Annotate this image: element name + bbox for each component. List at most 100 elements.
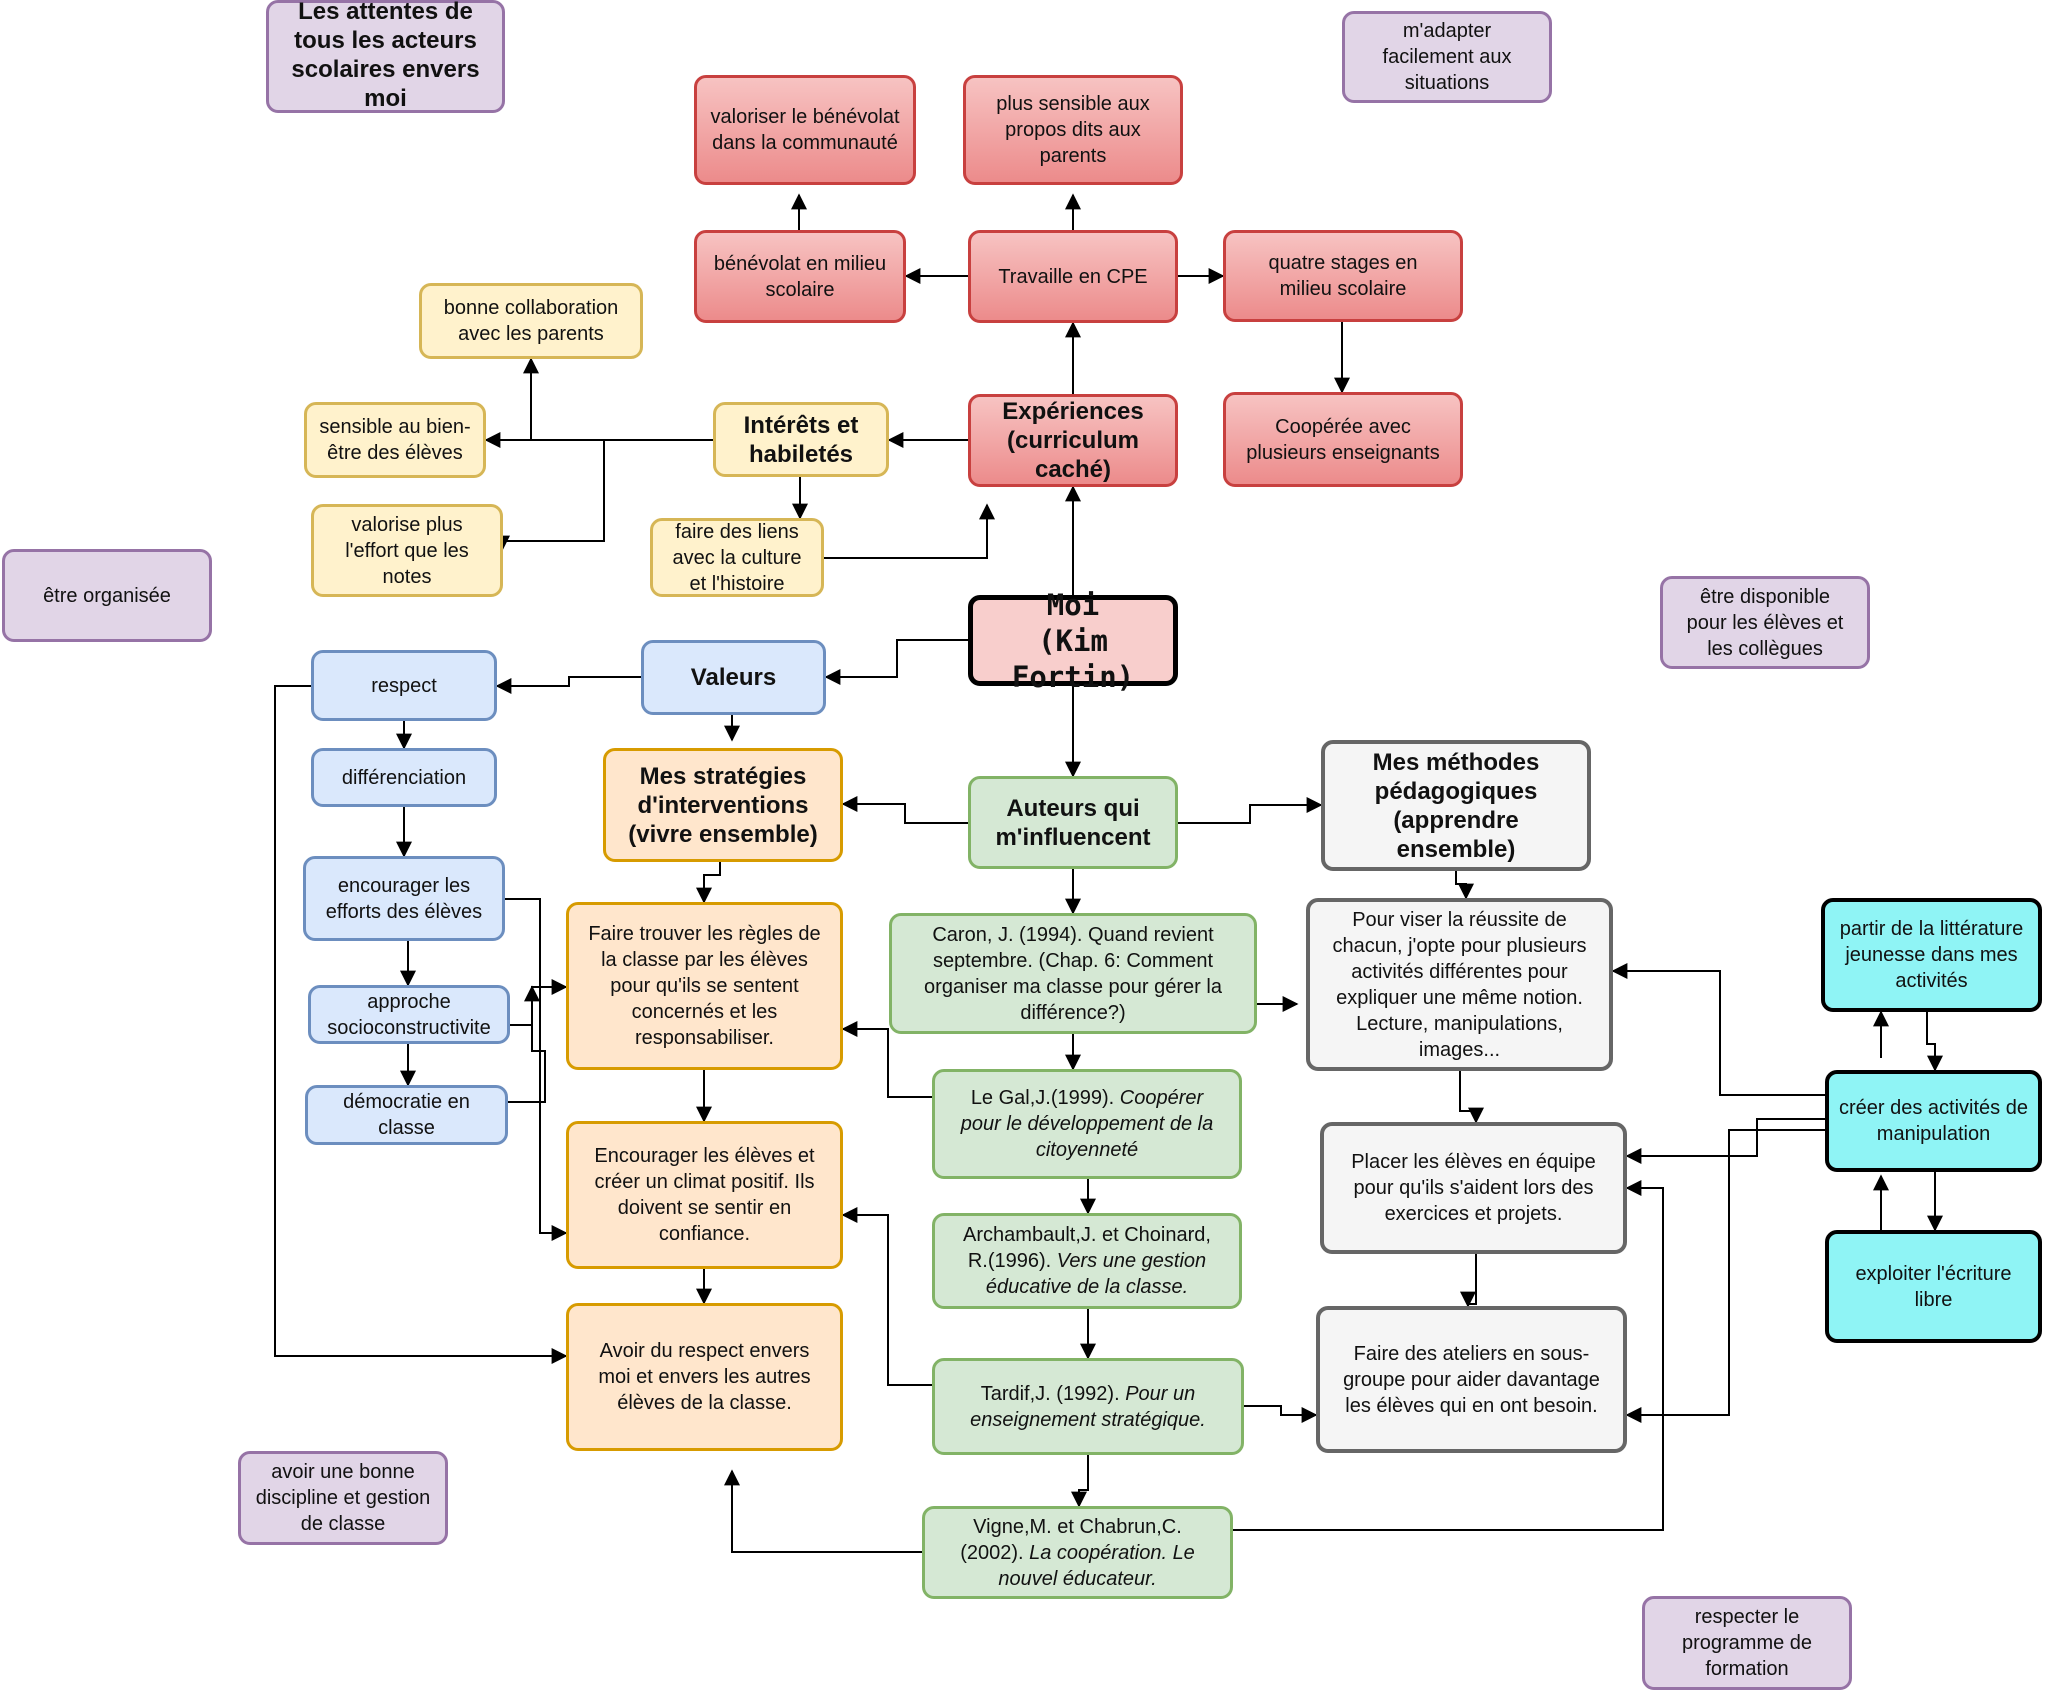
- edge-auteurs-methodes: [1178, 797, 1323, 824]
- author-text-line: Le Gal,J.(1999). Coopérer: [971, 1085, 1203, 1111]
- author-plain-text: Vigne,M. et Chabrun,C.: [973, 1515, 1182, 1538]
- node-text-line: pour qu'ils se sentent: [610, 975, 799, 997]
- node-text-line: démocratie en: [343, 1091, 470, 1113]
- node-text-line: Pour viser la réussite de: [1352, 908, 1567, 931]
- node-text-line: être disponible: [1699, 585, 1831, 608]
- author-text-line: Caron, J. (1994). Quand revient: [932, 922, 1213, 948]
- author-title-text: Coopérer: [1119, 1087, 1204, 1109]
- node-text-line: faire des liens: [675, 520, 799, 543]
- node-text-line: responsabiliser.: [635, 1027, 774, 1049]
- node-text-line: exploiter l'écriture: [1855, 1262, 2012, 1285]
- node-text-line: Travaille en CPE: [998, 265, 1148, 288]
- node-text-line: Placer les élèves en équipe: [1351, 1151, 1596, 1173]
- cpe-node: Travaille en CPE: [968, 230, 1178, 323]
- node-text-line: ensemble): [1396, 835, 1516, 863]
- auteur-item: Vigne,M. et Chabrun,C.(2002). La coopéra…: [922, 1506, 1233, 1599]
- valeur-item: respect: [311, 650, 497, 721]
- node-text-line: dans la communauté: [712, 132, 898, 154]
- valeur-item: démocratie en classe: [305, 1085, 508, 1145]
- node-text-line: approche: [367, 990, 451, 1013]
- node-text-line: habiletés: [748, 440, 854, 468]
- author-plain-text: Le Gal,J.(1999).: [970, 1087, 1120, 1109]
- edge-moi-valeurs: [824, 639, 968, 685]
- edge-encourager-strategie: [505, 898, 568, 1241]
- node-text-line: l'effort que les: [345, 539, 469, 562]
- author-title-text: nouvel éducateur.: [998, 1567, 1157, 1590]
- node-text-line: la classe par les élèves: [601, 949, 808, 971]
- author-title-text: Pour un: [1125, 1382, 1196, 1405]
- node-text-line: parents: [1039, 145, 1107, 167]
- edge-placer-ateliers: [1460, 1254, 1477, 1308]
- edge-respect-avoir: [274, 685, 568, 1364]
- author-title-text: pour le développement de la: [960, 1113, 1214, 1135]
- node-text-line: images...: [1418, 1038, 1501, 1061]
- edge-manip-placer: [1625, 1118, 1825, 1164]
- edge-methode-placer: [1459, 1071, 1484, 1124]
- node-text-line: de classe: [300, 1513, 386, 1535]
- methode-item: Pour viser la réussite de chacun, j'opte …: [1306, 898, 1613, 1071]
- node-text-line: groupe pour aider davantage: [1343, 1368, 1600, 1391]
- node-text-line: Moi: [1046, 587, 1100, 622]
- node-text-line: pour les élèves et: [1686, 611, 1844, 634]
- node-text-line: Intérêts et: [743, 411, 859, 439]
- author-plain-text: organiser ma classe pour gérer la: [924, 975, 1222, 998]
- bien-etre-node: sensible au bien-être des élèves: [304, 402, 486, 478]
- author-plain-text: Tardif,J. (1992).: [980, 1382, 1126, 1405]
- author-text-line: (2002). La coopération. Le: [960, 1540, 1195, 1566]
- node-text-line: chacun, j'opte pour plusieurs: [1332, 934, 1587, 957]
- node-text-line: Encourager les élèves et: [594, 1145, 815, 1167]
- author-text-line: différence?): [1020, 1000, 1125, 1026]
- node-text-line: et l'histoire: [689, 572, 785, 595]
- node-text-line: différenciation: [341, 766, 467, 789]
- edge-vigne-placer: [1233, 1180, 1664, 1531]
- author-plain-text: Caron, J. (1994). Quand revient: [932, 923, 1214, 946]
- node-text-line: avoir une bonne: [271, 1461, 415, 1483]
- node-text-line: Mes stratégies: [639, 762, 807, 790]
- author-plain-text: (2002).: [960, 1541, 1030, 1564]
- liens-node: faire des liens avec la culture et l'histo…: [650, 518, 824, 597]
- node-text-line: Avoir du respect envers: [599, 1340, 810, 1362]
- node-text-line: plus sensible aux: [996, 93, 1150, 115]
- node-text-line: créer un climat positif. Ils: [594, 1171, 815, 1193]
- author-text-line: septembre. (Chap. 6: Comment: [933, 948, 1213, 974]
- edge-methodes-methode1: [1455, 871, 1474, 900]
- node-text-line: élèves de la classe.: [617, 1392, 792, 1414]
- node-text-line: Faire des ateliers en sous-: [1353, 1342, 1590, 1365]
- edge-legal-faire: [841, 1021, 932, 1098]
- node-text-line: (curriculum: [1006, 427, 1140, 454]
- node-text-line: efforts des élèves: [325, 900, 483, 923]
- node-text-line: classe: [378, 1117, 435, 1139]
- author-title-text: éducative de la classe.: [985, 1276, 1189, 1298]
- node-text-line: avec la culture: [672, 546, 802, 569]
- node-text-line: programme de: [1681, 1632, 1813, 1654]
- edge-interets-collaboration: [523, 357, 713, 441]
- author-text-line: Archambault,J. et Choinard,: [963, 1222, 1211, 1248]
- attente-item: être organisée: [2, 549, 212, 642]
- node-text-line: Les attentes de: [298, 0, 473, 25]
- node-text-line: respect: [371, 674, 437, 697]
- node-text-line: Coopérée avec: [1275, 415, 1411, 438]
- node-text-line: (Kim Fortin): [1011, 623, 1135, 694]
- node-text-line: caché): [1034, 456, 1112, 483]
- node-text-line: Lecture, manipulations,: [1356, 1012, 1563, 1035]
- node-text-line: bénévolat en milieu: [713, 252, 887, 275]
- author-text-line: organiser ma classe pour gérer la: [924, 974, 1222, 1000]
- node-text-line: tous les acteurs: [294, 26, 477, 54]
- author-text-line: Vigne,M. et Chabrun,C.: [973, 1514, 1182, 1540]
- node-text-line: moi: [364, 84, 407, 112]
- node-text-line: valorise plus: [351, 513, 463, 536]
